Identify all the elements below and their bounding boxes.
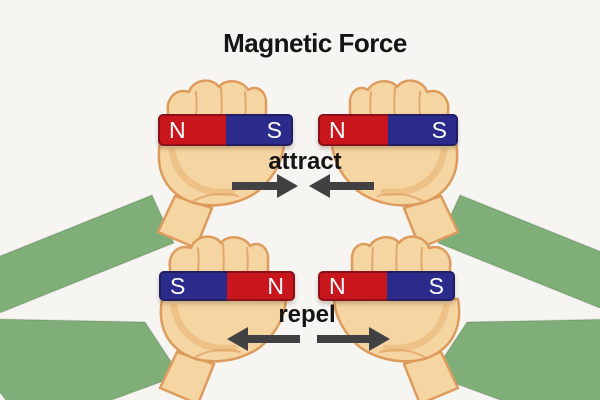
pole-label: S [170,272,186,299]
magnet-pole-half: S [386,271,455,301]
attract-arrow-right-icon [232,174,298,198]
pole-label: S [428,272,444,299]
pole-label: S [431,116,447,143]
repel-arrow-left-icon [227,327,300,351]
pole-label: N [329,116,346,143]
magnet-top-left: N S [158,114,293,146]
repel-arrow-right-icon [317,327,390,351]
sleeve-top-right [436,194,600,309]
sleeve-top-left [0,194,176,314]
attract-label: attract [268,148,342,175]
magnet-pole-half: S [225,114,293,146]
page-title: Magnetic Force [223,28,407,58]
magnet-pole-half: S [159,271,227,301]
magnet-bottom-left: S N [159,271,295,301]
magnet-top-right: N S [318,114,458,146]
magnet-pole-half: N [318,271,387,301]
pole-label: N [267,272,284,299]
sleeve-bottom-left [0,318,182,400]
magnet-pole-half: N [158,114,226,146]
magnet-pole-half: N [227,271,295,301]
magnet-bottom-right: N S [318,271,455,301]
pole-label: N [329,272,346,299]
attract-arrow-left-icon [309,174,374,198]
pole-label: N [169,116,186,143]
repel-label: repel [278,301,336,328]
pole-label: S [266,116,282,143]
magnet-pole-half: N [318,114,388,146]
magnet-pole-half: S [388,114,458,146]
